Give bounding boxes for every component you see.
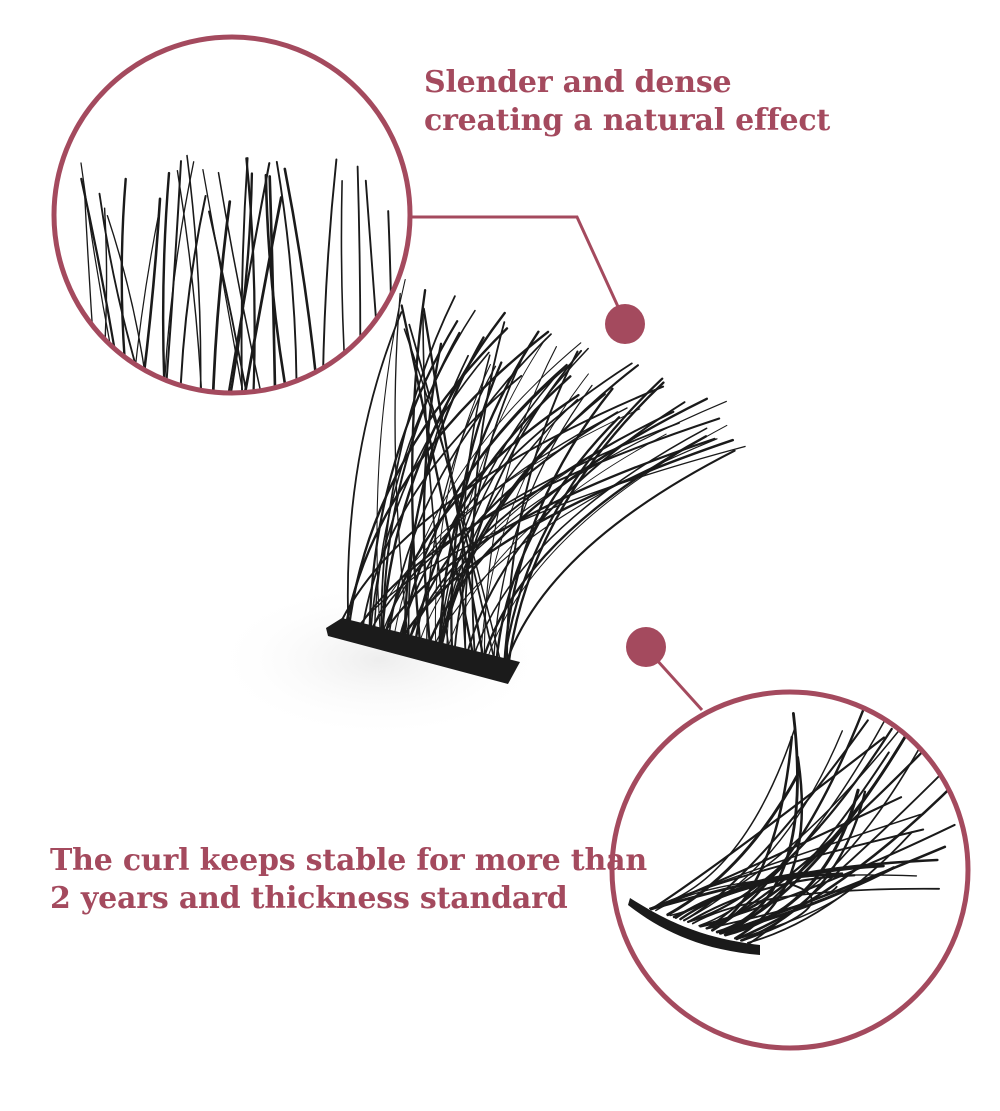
- connector-bottom: [626, 627, 704, 712]
- zoom-circle-bottom: [609, 689, 971, 1051]
- connector-dot-bottom: [626, 627, 666, 667]
- callout-text-bottom: The curl keeps stable for more than 2 ye…: [50, 842, 647, 918]
- callout-bottom-line-2: 2 years and thickness standard: [50, 881, 568, 916]
- connector-dot-top: [605, 304, 645, 344]
- bottom-lash-fibers: [628, 695, 967, 955]
- zoom-circle-top: [51, 34, 413, 396]
- callout-text-top: Slender and dense creating a natural eff…: [424, 64, 830, 140]
- lash-band: [326, 618, 520, 684]
- connector-top: [410, 215, 645, 344]
- callout-top-line-1: Slender and dense: [424, 65, 732, 100]
- callout-top-line-2: creating a natural effect: [424, 103, 831, 138]
- callout-bottom-line-1: The curl keeps stable for more than: [50, 843, 647, 878]
- lash-cluster: [326, 278, 746, 684]
